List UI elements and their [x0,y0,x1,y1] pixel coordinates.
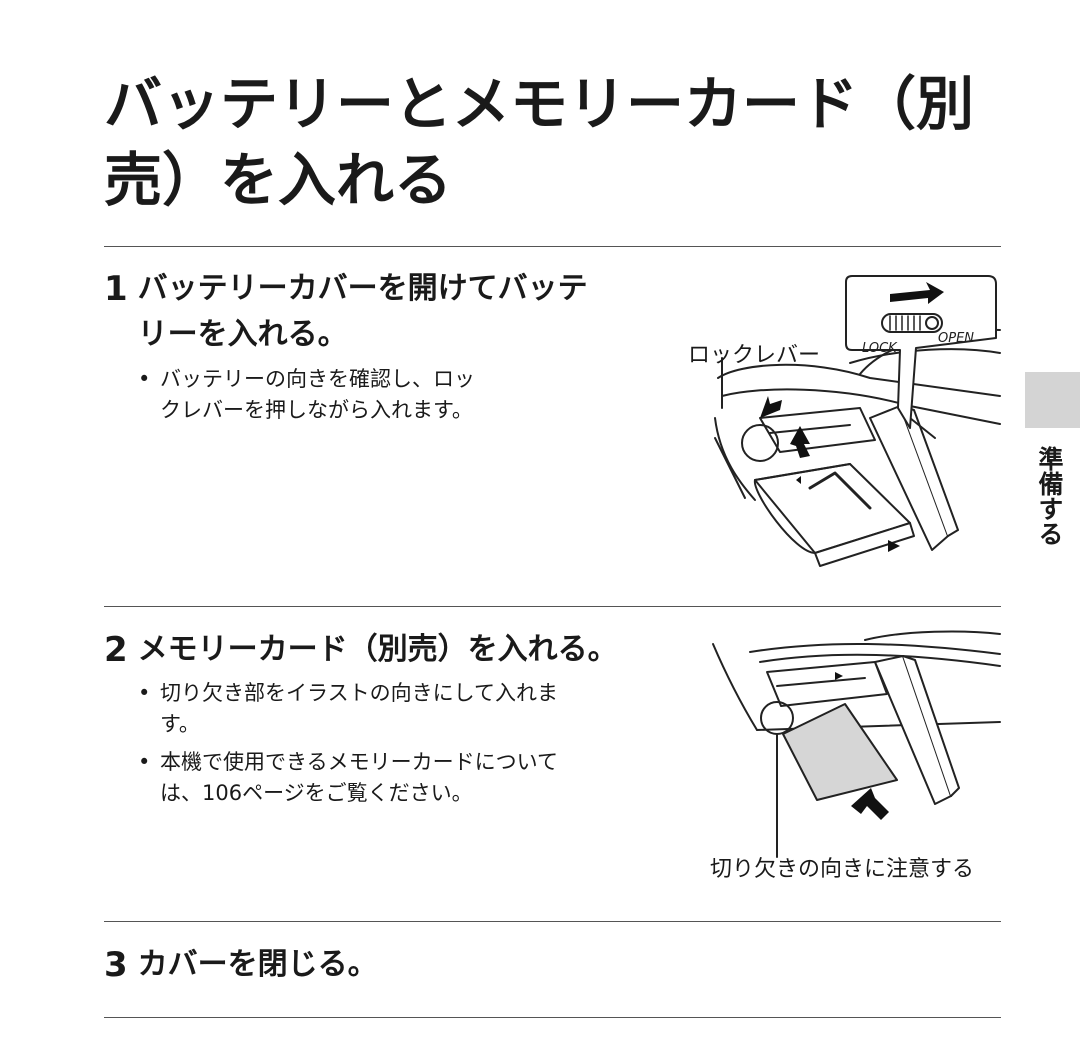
divider-rule [104,921,1001,922]
notch-orientation-caption: 切り欠きの向きに注意する [710,857,975,882]
memory-card-insertion-illustration [712,630,1001,858]
bullet-text: 切り欠き部をイラストの向きにして入れます。 [160,681,558,736]
divider-rule [104,1017,1001,1018]
bullet-text: 本機で使用できるメモリーカードについては、106ページをご覧ください。 [160,750,558,805]
step-2-notes: • 切り欠き部をイラストの向きにして入れます。 • 本機で使用できるメモリーカー… [138,678,583,816]
bullet-item: • 本機で使用できるメモリーカードについては、106ページをご覧ください。 [138,747,583,809]
step-title: カバーを閉じる。 [137,947,378,982]
page-title: バッテリーとメモリーカード（別売）を入れる [104,70,975,214]
lock-label: LOCK [862,341,898,356]
divider-rule [104,606,1001,607]
open-label: OPEN [938,331,974,346]
section-tab-marker [1025,372,1080,428]
lock-lever-label: ロックレバー [688,343,821,368]
bullet-symbol: • [138,681,151,705]
bullet-text: バッテリーの向きを確認し、ロックレバーを押しながら入れます。 [160,367,475,422]
step-title: メモリーカード（別売）を入れる。 [137,632,618,667]
step-number: 3 [104,945,128,985]
divider-rule [104,246,1001,247]
step-1-heading: 1 バッテリーカバーを開けてバッテリーを入れる。 [104,266,604,358]
bullet-item: • 切り欠き部をイラストの向きにして入れます。 [138,678,583,740]
section-side-label: 準備する [1035,446,1064,546]
step-3-heading: 3 カバーを閉じる。 [104,942,604,988]
bullet-item: • バッテリーの向きを確認し、ロックレバーを押しながら入れます。 [138,364,478,426]
bullet-symbol: • [138,750,151,774]
step-number: 1 [104,269,128,309]
bullet-symbol: • [138,367,151,391]
step-1-notes: • バッテリーの向きを確認し、ロックレバーを押しながら入れます。 [138,364,478,433]
step-2-heading: 2 メモリーカード（別売）を入れる。 [104,627,624,673]
battery-insertion-illustration: LOCK OPEN [714,275,1001,567]
step-title: バッテリーカバーを開けてバッテリーを入れる。 [137,271,588,352]
step-number: 2 [104,630,128,670]
